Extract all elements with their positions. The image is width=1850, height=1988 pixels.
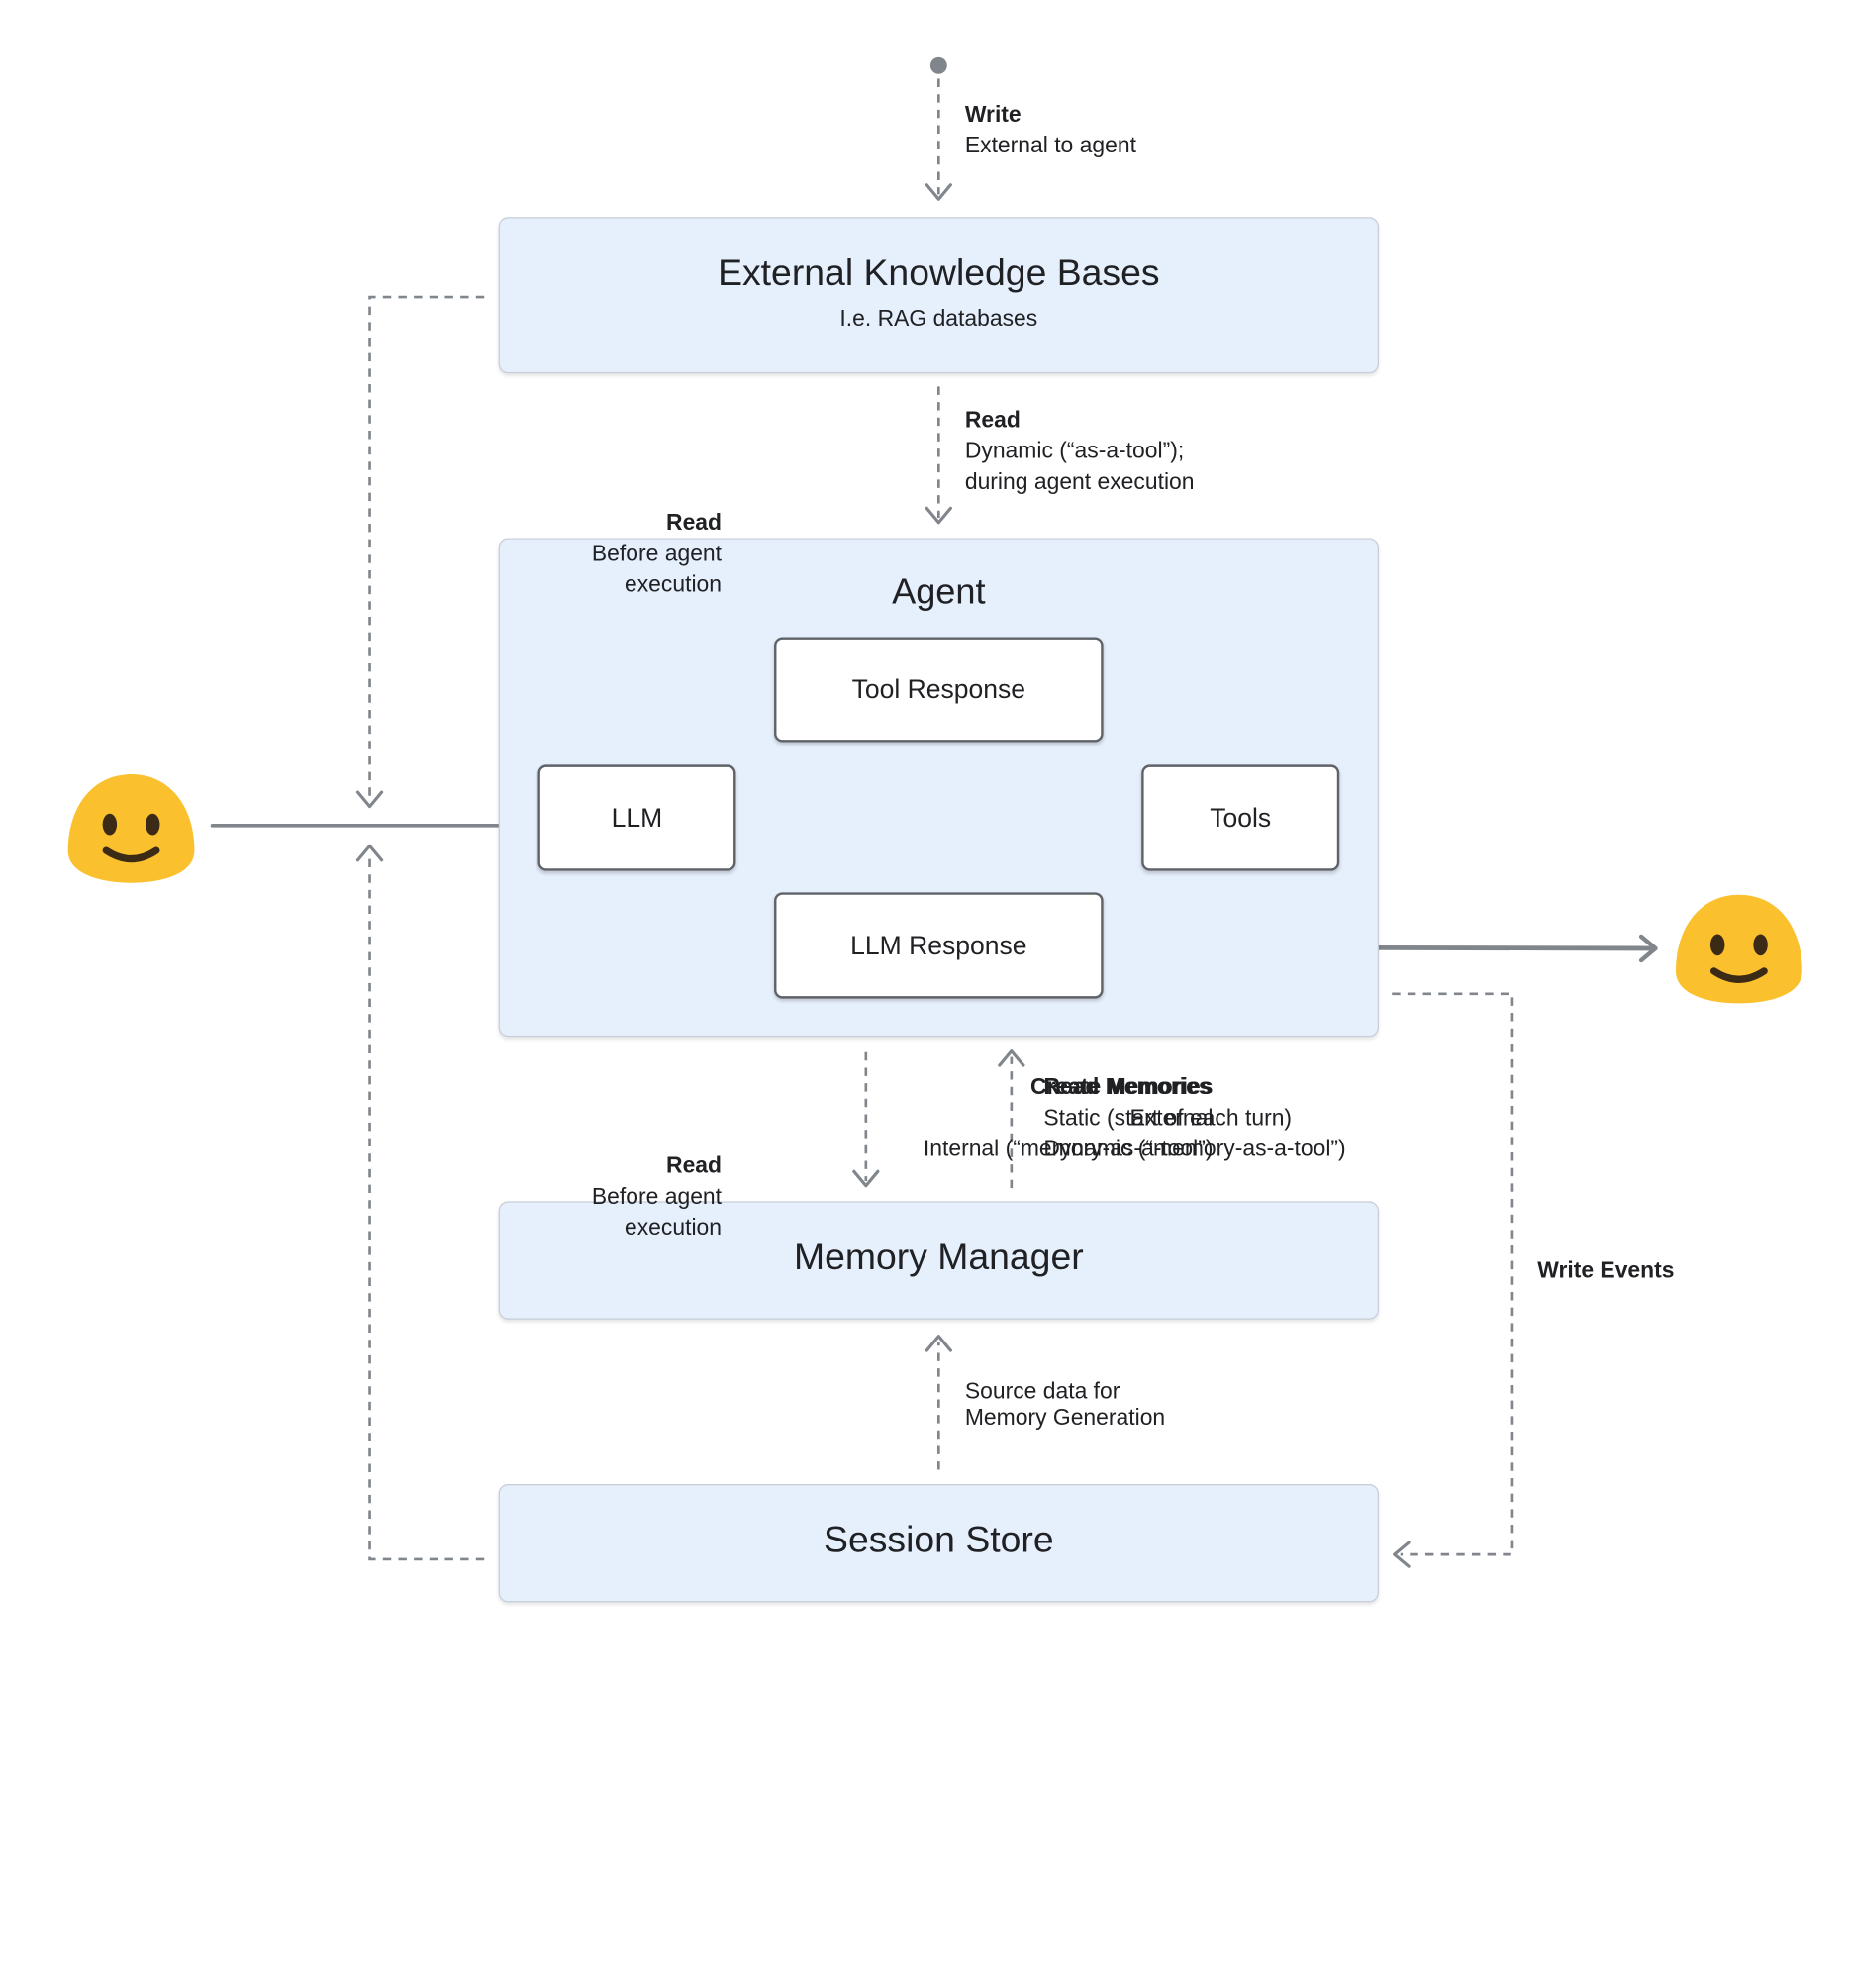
read-before-top-desc-1: Before agent <box>591 542 723 567</box>
read-dynamic-desc-2: during agent execution <box>964 469 1195 496</box>
create-memories-title: Create Memories <box>1029 1074 1214 1101</box>
write-events-title: Write Events <box>1537 1258 1675 1284</box>
read-before-bottom-title: Read <box>666 1153 723 1179</box>
session-store-title: Session Store <box>824 1518 1054 1561</box>
source-data-arrow <box>925 1335 952 1470</box>
read-dynamic-label: Read Dynamic (“as-a-tool”); during agent… <box>965 406 1195 499</box>
read-before-top-title: Read <box>666 510 723 537</box>
write-external-arrow <box>925 56 952 201</box>
read-memories-title: Read Memories <box>1043 1074 1212 1101</box>
source-data-desc-1: Source data for <box>964 1378 1120 1405</box>
llm-box[interactable]: LLM <box>537 764 736 871</box>
tools-box[interactable]: Tools <box>1141 764 1340 871</box>
write-external-desc: External to agent <box>964 133 1136 159</box>
memory-manager-title: Memory Manager <box>793 1236 1084 1278</box>
user-input-arrow <box>210 812 525 840</box>
write-events-connector <box>1392 992 1514 1568</box>
read-memories-label: Read Memories Static (start of each turn… <box>1043 1072 1345 1165</box>
external-knowledge-bases-panel[interactable]: External Knowledge Bases I.e. RAG databa… <box>498 217 1379 374</box>
read-before-top-label: Read Before agent execution <box>592 508 722 601</box>
read-memories-desc-1: Static (start of each turn) <box>1043 1106 1293 1132</box>
external-knowledge-bases-subtitle: I.e. RAG databases <box>839 306 1038 332</box>
create-memories-desc-1: External <box>1129 1106 1214 1132</box>
read-before-bottom-desc-2: execution <box>625 1215 723 1242</box>
read-memories-arrow <box>998 1049 1025 1189</box>
read-dynamic-desc-1: Dynamic (“as-a-tool”); <box>964 439 1185 464</box>
source-data-label: Source data for Memory Generation <box>965 1379 1165 1432</box>
tool-response-box[interactable]: Tool Response <box>774 637 1104 743</box>
llm-response-box[interactable]: LLM Response <box>774 892 1104 999</box>
read-dynamic-title: Read <box>964 408 1021 434</box>
create-memories-label: Create Memories External Internal (“memo… <box>924 1072 1214 1165</box>
source-data-desc-2: Memory Generation <box>964 1405 1166 1431</box>
recipient-smiley-face-icon <box>1676 894 1802 1004</box>
read-dynamic-arrow <box>925 386 952 525</box>
read-before-top-desc-2: execution <box>625 572 723 598</box>
read-before-bottom-desc-1: Before agent <box>591 1184 723 1210</box>
write-external-title: Write <box>964 102 1022 128</box>
user-smiley-face-icon <box>67 774 195 883</box>
write-external-label: Write External to agent <box>965 100 1136 162</box>
read-before-bottom-label: Read Before agent execution <box>592 1151 722 1244</box>
read-before-top-connector <box>355 295 485 809</box>
create-memories-desc-2: Internal (“memory-as-a-tool”) <box>923 1137 1214 1162</box>
external-knowledge-bases-title: External Knowledge Bases <box>718 251 1160 294</box>
agent-title: Agent <box>892 572 986 613</box>
memory-manager-panel[interactable]: Memory Manager <box>498 1201 1379 1320</box>
create-memories-arrow <box>852 1051 880 1188</box>
read-before-bottom-connector <box>355 844 485 1561</box>
write-events-label: Write Events <box>1537 1256 1674 1287</box>
read-memories-desc-2: Dynamic (“memory-as-a-tool”) <box>1043 1137 1346 1162</box>
session-store-panel[interactable]: Session Store <box>498 1484 1379 1603</box>
